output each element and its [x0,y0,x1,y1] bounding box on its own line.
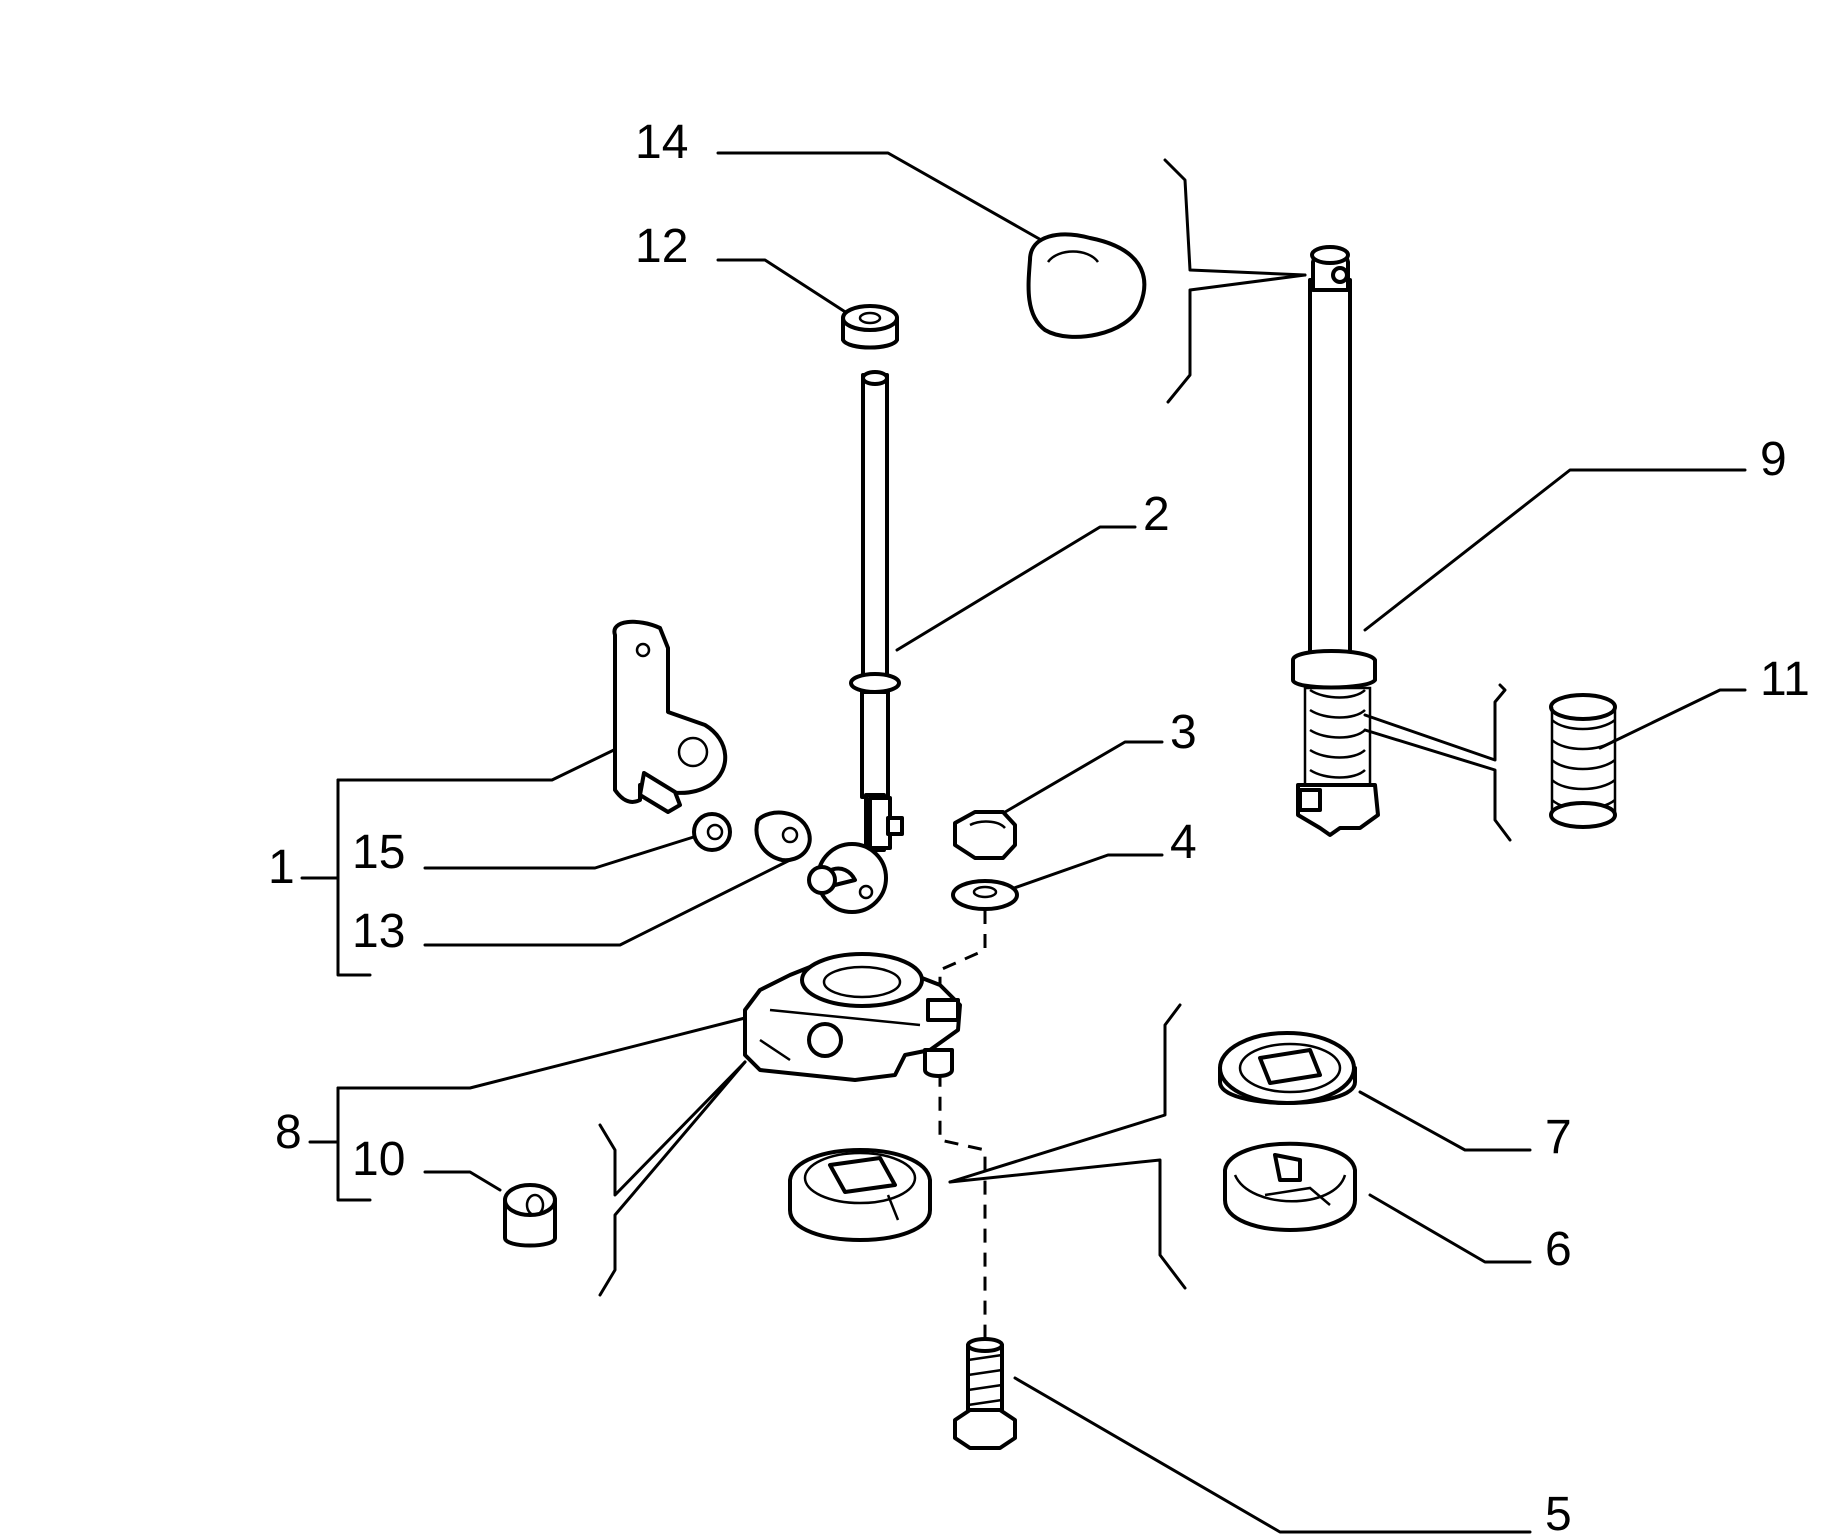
seal-part-7 [1218,1031,1357,1105]
callout-6: 6 [1545,1223,1572,1276]
spring-part-11 [1549,693,1617,829]
nut-part-3 [953,810,1017,860]
callout-8: 8 [275,1106,302,1159]
callout-5: 5 [1545,1488,1572,1535]
bush-part-10 [503,1183,557,1248]
bolt-part-5 [953,1337,1017,1450]
callout-3: 3 [1170,706,1197,759]
callout-14: 14 [635,116,688,169]
shaft-part-9 [1291,245,1380,837]
callout-12: 12 [635,220,688,273]
seal-part-6 [1223,1141,1357,1232]
callout-9: 9 [1760,433,1787,486]
shift-rod-part-2 [807,370,904,914]
bearing-cup [788,1148,932,1242]
housing-part-8 [743,952,962,1082]
circlip-part-15 [692,812,732,852]
leader-lines [300,151,1747,1534]
bush-part-13 [754,810,812,863]
callout-11: 11 [1760,653,1810,706]
callout-4: 4 [1170,816,1197,869]
lever-part-1 [612,619,728,814]
callout-10: 10 [352,1133,405,1186]
cap-part-14 [1026,232,1147,339]
callout-13: 13 [352,905,405,958]
callout-7: 7 [1545,1111,1572,1164]
callout-15: 15 [352,826,405,879]
washer-part-4 [951,879,1019,911]
callout-1: 1 [268,841,295,894]
bushing-part-12 [841,304,899,350]
callout-2: 2 [1143,488,1170,541]
